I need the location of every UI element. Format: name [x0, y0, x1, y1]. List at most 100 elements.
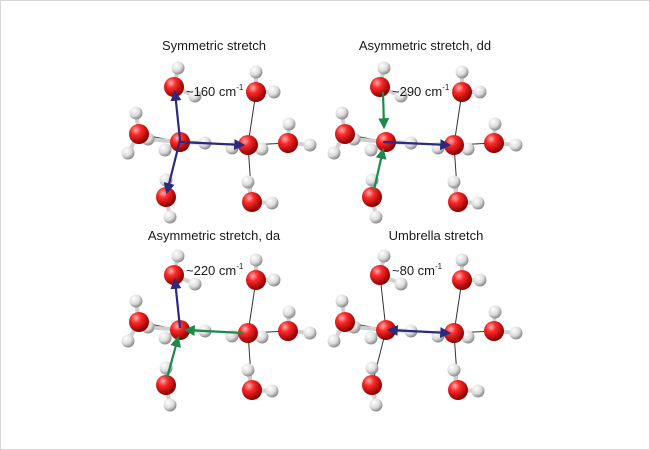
hydrogen-atom — [473, 85, 487, 99]
panel-title: Asymmetric stretch, da — [148, 228, 281, 243]
hydrogen-atom — [158, 143, 172, 157]
panel-title: Asymmetric stretch, dd — [359, 38, 491, 53]
molecule-cluster — [327, 61, 523, 224]
hydrogen-atom — [377, 249, 391, 263]
oxygen-atom — [129, 124, 149, 144]
hydrogen-atom — [447, 363, 461, 377]
hydrogen-atom — [509, 326, 523, 340]
oxygen-atom — [452, 270, 472, 290]
displacement-arrow — [170, 277, 182, 329]
hydrogen-atom — [471, 384, 485, 398]
hydrogen-atom — [267, 273, 281, 287]
oxygen-atom — [335, 312, 355, 332]
frequency-label: ~160 cm-1 — [186, 83, 244, 99]
oxygen-atom — [484, 321, 504, 341]
oxygen-atom — [156, 375, 176, 395]
oxygen-atom — [164, 265, 184, 285]
oxygen-atom — [370, 77, 390, 97]
oxygen-atom — [448, 192, 468, 212]
hydrogen-atom — [163, 398, 177, 412]
hydrogen-atom — [461, 142, 475, 156]
displacement-arrow — [378, 91, 390, 130]
hydrogen-atom — [488, 305, 502, 319]
frequency-label: ~80 cm-1 — [392, 262, 443, 278]
oxygen-atom — [129, 312, 149, 332]
oxygen-atom — [448, 380, 468, 400]
panel-title: Umbrella stretch — [389, 228, 484, 243]
hydrogen-atom — [241, 363, 255, 377]
hydrogen-atom — [365, 361, 379, 375]
hydrogen-atom — [241, 175, 255, 189]
panel-umbrella-stretch: Umbrella stretch ~80 cm-1 — [327, 228, 523, 412]
hydrogen-atom — [249, 253, 263, 267]
frequency-label: ~220 cm-1 — [186, 262, 244, 278]
panel-title: Symmetric stretch — [162, 38, 266, 53]
hydrogen-atom — [327, 146, 341, 160]
oxygen-atom — [242, 192, 262, 212]
hydrogen-atom — [188, 89, 202, 103]
oxygen-atom — [484, 133, 504, 153]
hydrogen-atom — [364, 331, 378, 345]
hydrogen-atom — [369, 398, 383, 412]
hydrogen-atom — [394, 277, 408, 291]
oxygen-atom — [362, 187, 382, 207]
hydrogen-atom — [163, 210, 177, 224]
molecule-cluster — [121, 61, 317, 224]
displacement-arrow — [179, 139, 246, 151]
panel-asymmetric-stretch-da: Asymmetric stretch, da ~220 cm-1 — [121, 228, 317, 412]
displacement-arrow — [170, 89, 182, 141]
hydrogen-atom — [121, 146, 135, 160]
hydrogen-atom — [267, 85, 281, 99]
hydrogen-atom — [473, 273, 487, 287]
molecule-cluster — [327, 249, 523, 412]
frequency-label: ~290 cm-1 — [392, 83, 450, 99]
hydrogen-atom — [158, 331, 172, 345]
displacement-arrow — [372, 147, 387, 191]
oxygen-atom — [238, 323, 258, 343]
hydrogen-atom — [171, 249, 185, 263]
panel-asymmetric-stretch-dd: Asymmetric stretch, dd ~290 cm-1 — [327, 38, 523, 224]
displacement-arrow — [382, 139, 452, 151]
oxygen-atom — [278, 321, 298, 341]
hydrogen-atom — [303, 138, 317, 152]
oxygen-atom — [156, 187, 176, 207]
hydrogen-atom — [394, 89, 408, 103]
displacement-arrow — [165, 335, 181, 379]
hydrogen-atom — [265, 384, 279, 398]
hydrogen-atom — [303, 326, 317, 340]
hydrogen-atom — [129, 106, 143, 120]
hydrogen-atom — [488, 117, 502, 131]
hydrogen-atom — [265, 196, 279, 210]
hydrogen-atom — [364, 143, 378, 157]
hydrogen-atom — [171, 61, 185, 75]
oxygen-atom — [246, 82, 266, 102]
hydrogen-atom — [447, 175, 461, 189]
oxygen-atom — [452, 82, 472, 102]
displacement-arrow — [183, 324, 244, 336]
hydrogen-atom — [335, 294, 349, 308]
hydrogen-atom — [377, 61, 391, 75]
hydrogen-atom — [455, 65, 469, 79]
molecule-cluster — [121, 249, 317, 412]
hydrogen-atom — [327, 334, 341, 348]
hydrogen-atom — [255, 330, 269, 344]
oxygen-atom — [246, 270, 266, 290]
hydrogen-atom — [455, 253, 469, 267]
hydrogen-atom — [121, 334, 135, 348]
oxygen-atom — [242, 380, 262, 400]
panel-symmetric-stretch: Symmetric stretch ~160 cm-1 — [121, 38, 317, 224]
oxygen-atom — [370, 265, 390, 285]
hydrogen-atom — [255, 142, 269, 156]
oxygen-atom — [164, 77, 184, 97]
displacement-arrow — [163, 139, 182, 195]
hydrogen-atom — [461, 330, 475, 344]
hydrogen-atom — [335, 106, 349, 120]
displacement-arrow — [386, 324, 452, 339]
hydrogen-atom — [509, 138, 523, 152]
oxygen-atom — [335, 124, 355, 144]
hydrogen-atom — [282, 117, 296, 131]
hydrogen-atom — [369, 210, 383, 224]
hydrogen-atom — [471, 196, 485, 210]
